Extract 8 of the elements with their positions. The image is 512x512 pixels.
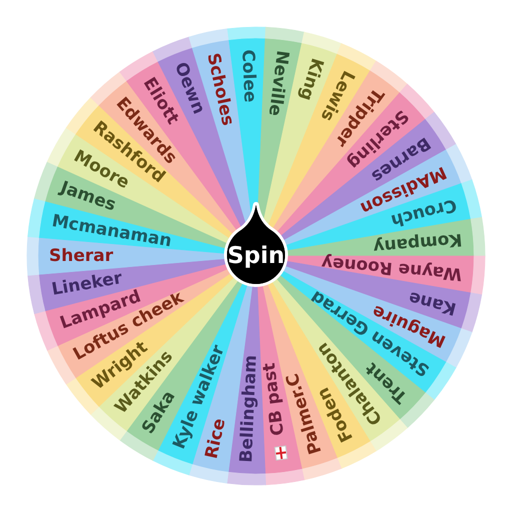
player-name: Sherar [49, 246, 114, 266]
player-name: Rice [203, 416, 230, 460]
player-name: Bellingham [238, 354, 262, 464]
player-name: Neville [264, 49, 292, 118]
player-name: Colee [238, 48, 259, 103]
player-name: Scholes [203, 52, 238, 128]
spin-button: Spin [223, 201, 289, 289]
player-name: King [294, 55, 326, 102]
